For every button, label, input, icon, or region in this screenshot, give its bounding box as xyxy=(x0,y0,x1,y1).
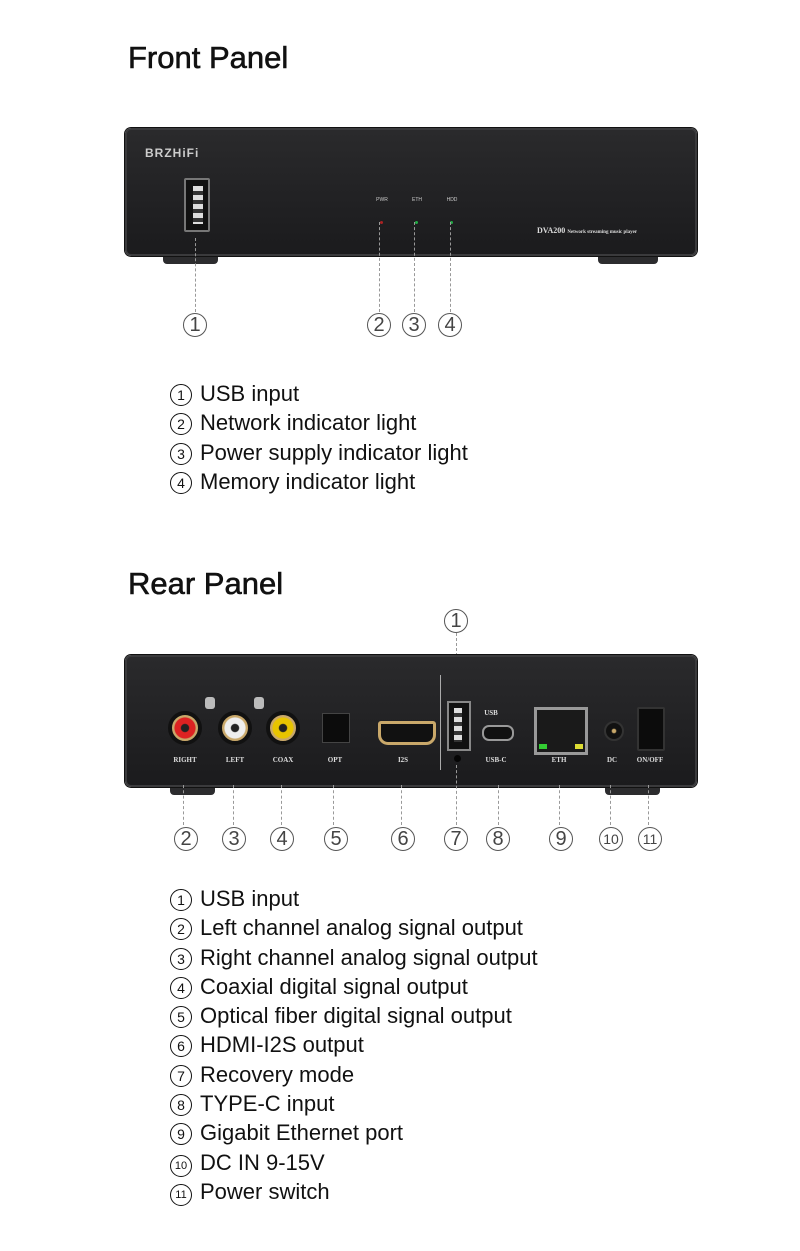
rear-panel-device: RIGHT LEFT COAX OPT I2S USB USB-C ETH DC… xyxy=(125,655,697,787)
ground-screw xyxy=(205,697,215,709)
coax-port xyxy=(266,711,300,745)
callout-line xyxy=(648,785,649,825)
callout-2: 2 xyxy=(174,827,198,851)
callout-line xyxy=(233,785,234,825)
front-panel-device: BRZHiFi PWR ETH HDD DVA200 Network strea… xyxy=(125,128,697,256)
callout-3: 3 xyxy=(402,313,426,337)
callout-line xyxy=(281,785,282,825)
dc-jack xyxy=(604,721,624,741)
callout-line xyxy=(450,222,451,312)
pwr-led xyxy=(380,221,383,224)
port-label: DC xyxy=(606,756,618,764)
port-label: USB-C xyxy=(485,756,507,764)
recovery-button xyxy=(454,755,461,762)
callout-line xyxy=(183,785,184,825)
port-label: RIGHT xyxy=(173,756,197,764)
model-name: DVA200 xyxy=(537,226,566,235)
callout-line xyxy=(456,765,457,825)
usb-port xyxy=(184,178,210,232)
port-label: ETH xyxy=(551,756,567,764)
callout-5: 5 xyxy=(324,827,348,851)
callout-6: 6 xyxy=(391,827,415,851)
callout-3: 3 xyxy=(222,827,246,851)
hdmi-i2s-port xyxy=(378,721,436,745)
callout-9: 9 xyxy=(549,827,573,851)
callout-2: 2 xyxy=(367,313,391,337)
port-label: I2S xyxy=(397,756,409,764)
callout-line xyxy=(610,785,611,825)
ethernet-port xyxy=(534,707,588,755)
rca-left-port xyxy=(218,711,252,745)
callout-10: 10 xyxy=(599,827,623,851)
port-label: LEFT xyxy=(225,756,245,764)
callout-line xyxy=(498,785,499,825)
brand-logo: BRZHiFi xyxy=(145,146,200,160)
usb-c-port xyxy=(482,725,514,741)
usb-port xyxy=(447,701,471,751)
callout-11: 11 xyxy=(638,827,662,851)
callout-1: 1 xyxy=(183,313,207,337)
port-label: USB xyxy=(484,709,498,717)
callout-line xyxy=(559,785,560,825)
power-switch xyxy=(637,707,665,751)
callout-line xyxy=(333,785,334,825)
ground-screw xyxy=(254,697,264,709)
model-label: DVA200 Network streaming music player xyxy=(537,226,637,235)
callout-4: 4 xyxy=(270,827,294,851)
port-label: ON/OFF xyxy=(636,756,664,764)
port-label: COAX xyxy=(272,756,294,764)
callout-line xyxy=(379,222,380,312)
callout-line xyxy=(401,785,402,825)
indicator-label-hdd: HDD xyxy=(446,197,458,203)
port-label: OPT xyxy=(327,756,343,764)
callout-4: 4 xyxy=(438,313,462,337)
front-panel-title: Front Panel xyxy=(128,40,289,76)
callout-line xyxy=(195,238,196,312)
divider xyxy=(440,675,441,770)
callout-8: 8 xyxy=(486,827,510,851)
callout-line xyxy=(414,222,415,312)
indicator-label-eth: ETH xyxy=(412,197,422,203)
model-description: Network streaming music player xyxy=(567,230,638,235)
callout-1: 1 xyxy=(444,609,468,633)
rear-panel-title: Rear Panel xyxy=(128,566,284,602)
optical-port xyxy=(322,713,350,743)
eth-led xyxy=(415,221,418,224)
callout-7: 7 xyxy=(444,827,468,851)
indicator-label-pwr: PWR xyxy=(376,197,388,203)
hdd-led xyxy=(450,221,453,224)
rca-right-port xyxy=(168,711,202,745)
